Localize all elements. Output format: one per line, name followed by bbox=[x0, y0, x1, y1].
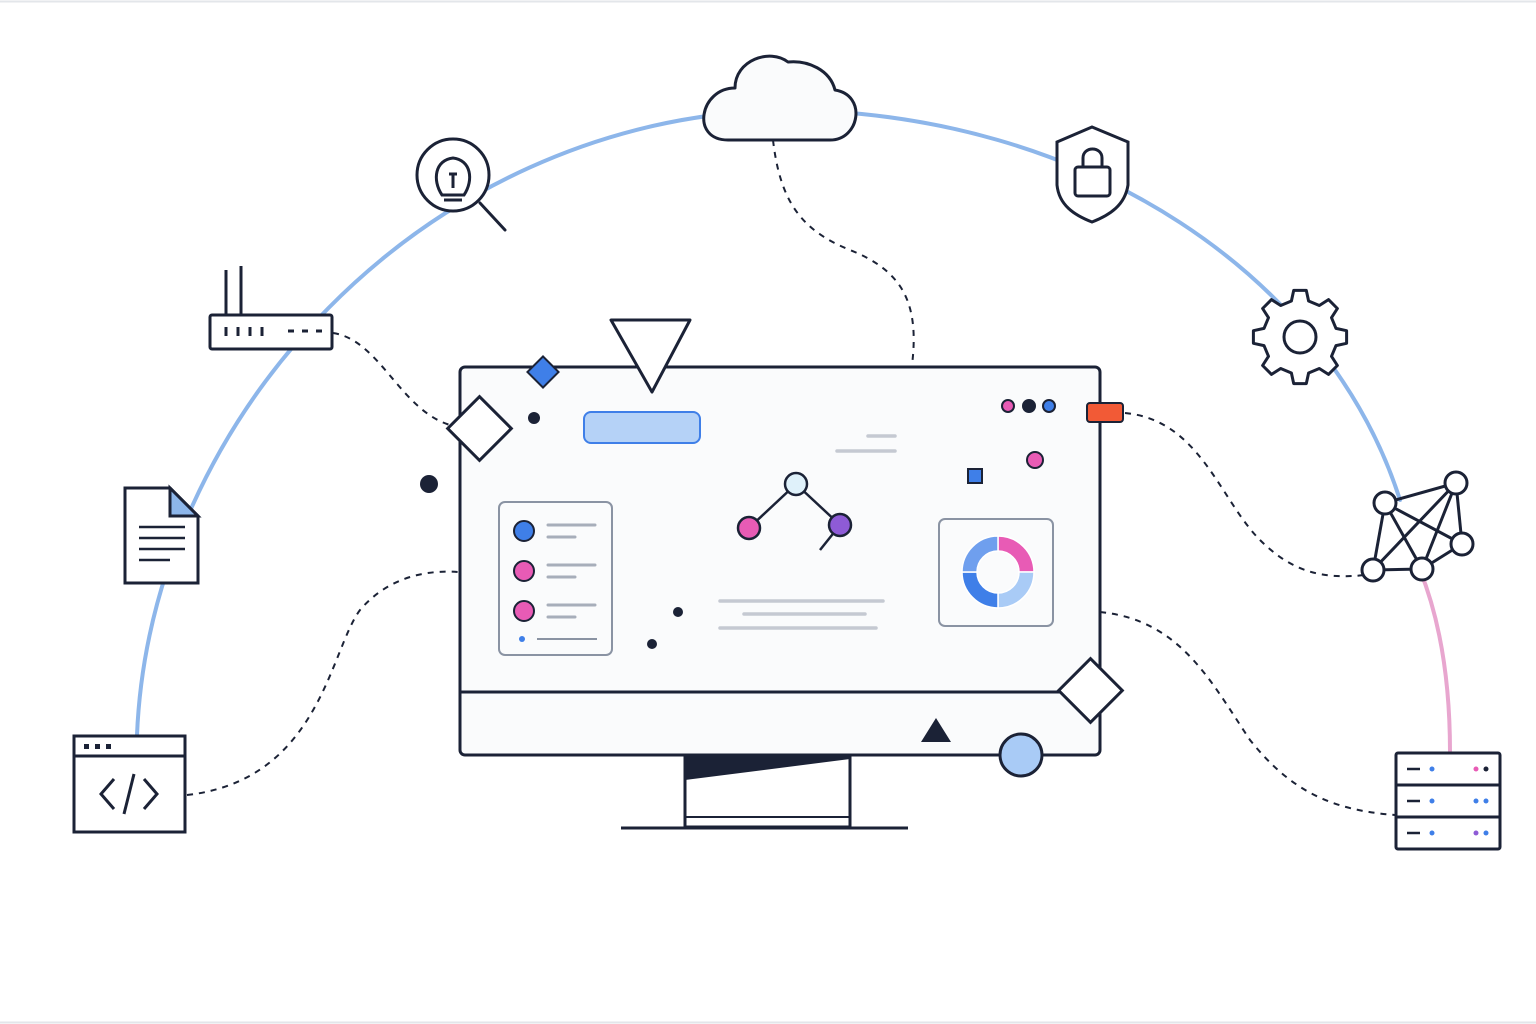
triangle-small bbox=[921, 718, 951, 742]
donut-segment bbox=[961, 535, 999, 573]
dot-small-top bbox=[528, 412, 540, 424]
donut-chart bbox=[961, 535, 1035, 609]
connector-cloud-monitor bbox=[772, 139, 915, 366]
tree-node-right bbox=[827, 512, 853, 538]
code-window-icon bbox=[72, 734, 187, 834]
screen-pill-button[interactable] bbox=[583, 411, 701, 444]
monitor-stand-shadow bbox=[685, 756, 850, 780]
tree-node-left bbox=[736, 515, 762, 541]
blue-diamond bbox=[526, 355, 560, 389]
diamond-right bbox=[1056, 656, 1125, 725]
tree-diagram bbox=[736, 471, 853, 551]
list-item-dot bbox=[513, 600, 535, 622]
list-item-dot bbox=[513, 560, 535, 582]
padlock-shield-icon bbox=[1055, 125, 1130, 224]
server-rack-icon bbox=[1394, 751, 1502, 851]
light-blue-circle bbox=[998, 732, 1044, 778]
connector-router-monitor bbox=[332, 332, 451, 426]
triangle-marker-down bbox=[609, 318, 692, 394]
donut-card bbox=[938, 518, 1054, 627]
monitor bbox=[458, 365, 1102, 830]
list-item bbox=[513, 520, 597, 542]
connector-network-monitor bbox=[1124, 412, 1366, 578]
connector-server-monitor bbox=[1099, 611, 1396, 816]
window-dots bbox=[1001, 399, 1056, 413]
dot-center-1 bbox=[673, 607, 683, 617]
cloud-icon bbox=[702, 54, 858, 142]
dot-left-outside bbox=[420, 475, 438, 493]
pink-dot bbox=[1026, 451, 1044, 469]
list-item-dot bbox=[513, 520, 535, 542]
document-icon bbox=[123, 484, 202, 585]
diamond-left bbox=[445, 394, 514, 463]
lightbulb-search-icon bbox=[415, 137, 507, 232]
gear-icon bbox=[1251, 288, 1349, 386]
network-graph-icon bbox=[1360, 470, 1475, 583]
connector-code-monitor bbox=[186, 570, 459, 796]
orange-tag bbox=[1086, 402, 1124, 423]
screen-text-lines-top-right bbox=[835, 434, 897, 453]
list-item bbox=[513, 560, 597, 582]
dashed-connectors bbox=[186, 139, 1396, 816]
list-card bbox=[498, 501, 613, 656]
blue-square-small bbox=[967, 468, 983, 484]
router-icon bbox=[208, 266, 334, 351]
tree-node-root bbox=[783, 471, 809, 497]
list-item bbox=[513, 600, 597, 622]
screen-text-lines-center bbox=[718, 599, 885, 630]
connection-arc-pink bbox=[1418, 568, 1452, 754]
dot-center-2 bbox=[647, 639, 657, 649]
